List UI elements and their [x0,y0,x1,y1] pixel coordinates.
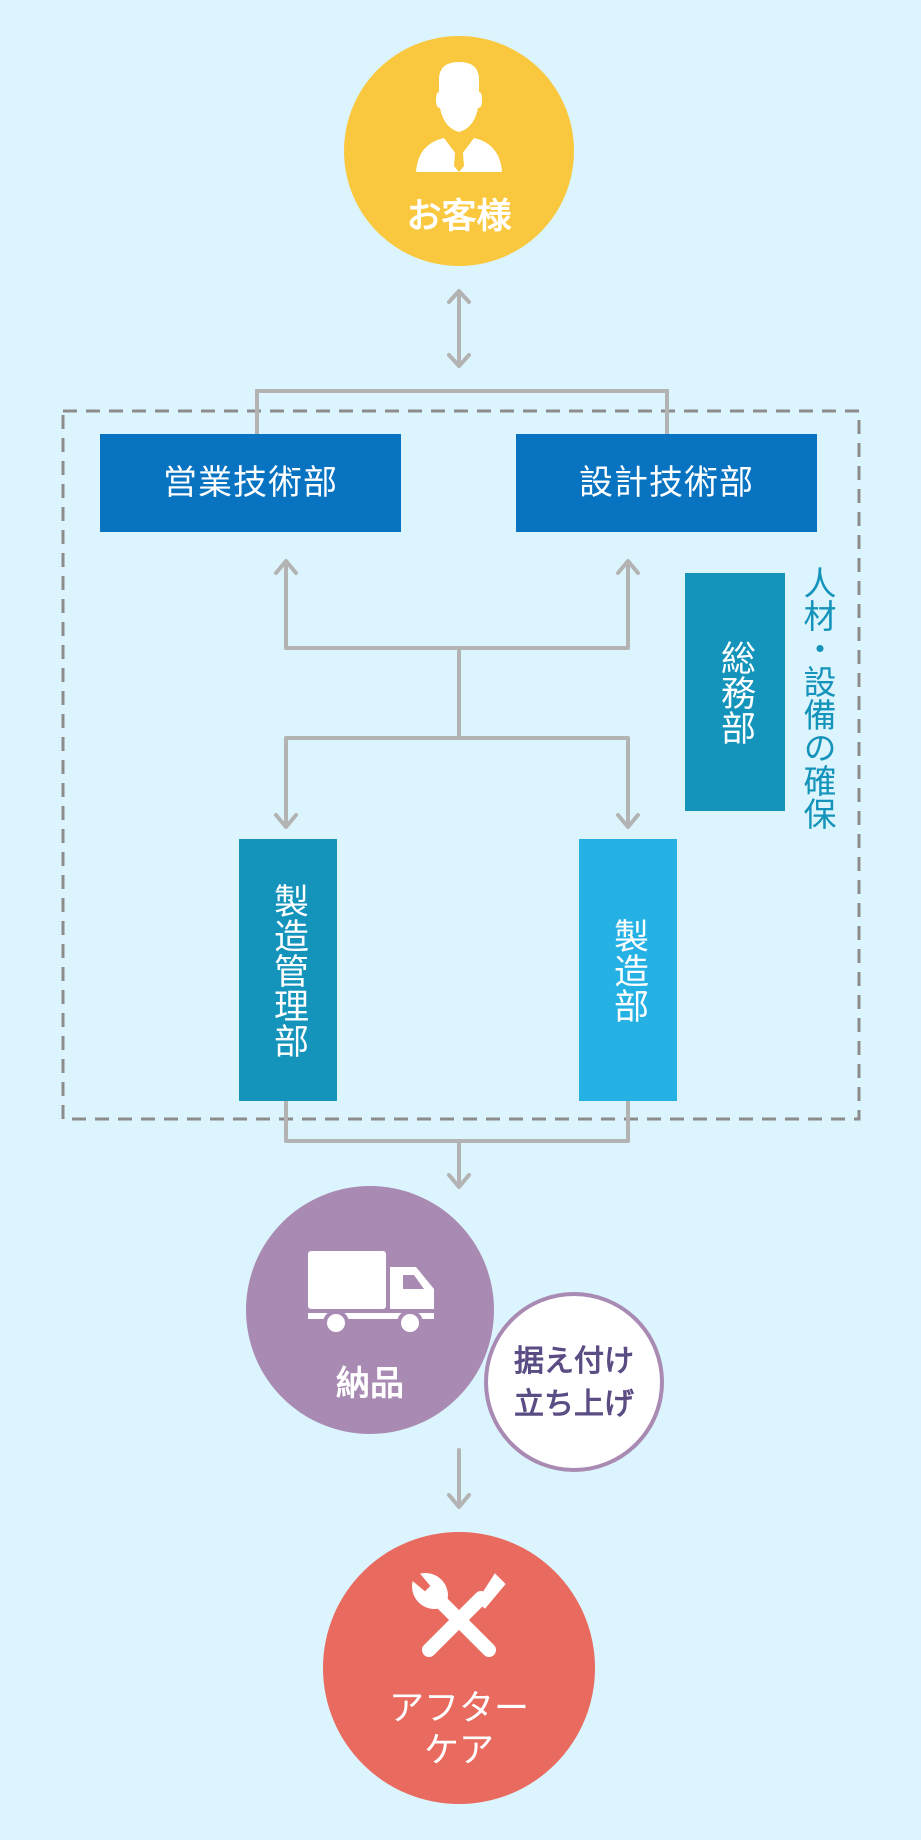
general-affairs-note: 人材・設備の確保 [798,566,837,830]
production-dept: 製造部 [579,839,677,1101]
sales-engineering-dept: 営業技術部 [100,434,401,532]
general-affairs-dept: 総務部 [685,573,785,811]
design-engineering-dept: 設計技術部 [516,434,817,532]
production-label: 製造部 [608,917,648,1023]
tools-icon [412,1573,506,1657]
aftercare-line1: アフター [388,1689,529,1729]
truck-icon [308,1251,434,1335]
installation-line2: 立ち上げ [514,1387,634,1422]
production-management-dept: 製造管理部 [239,839,337,1101]
customer-node: お客様 [344,36,574,266]
delivery-node: 納品 [246,1186,494,1434]
aftercare-line2: ケア [423,1731,494,1771]
aftercare-node: アフター ケア [323,1532,595,1804]
company-boundary [61,409,861,1121]
delivery-label: 納品 [336,1364,404,1404]
installation-line1: 据え付け [514,1344,634,1379]
installation-node: 据え付け 立ち上げ [484,1292,664,1472]
delivery-connector [284,1099,630,1189]
businessman-icon [416,62,502,172]
top-dept-bracket [255,389,669,434]
customer-label: お客様 [406,197,512,237]
general-affairs-label: 総務部 [715,639,755,745]
production-management-label: 製造管理部 [268,882,308,1058]
customer-link-arrow [447,289,471,368]
dept-hub-connector [274,559,640,829]
aftercare-connector [447,1448,471,1509]
